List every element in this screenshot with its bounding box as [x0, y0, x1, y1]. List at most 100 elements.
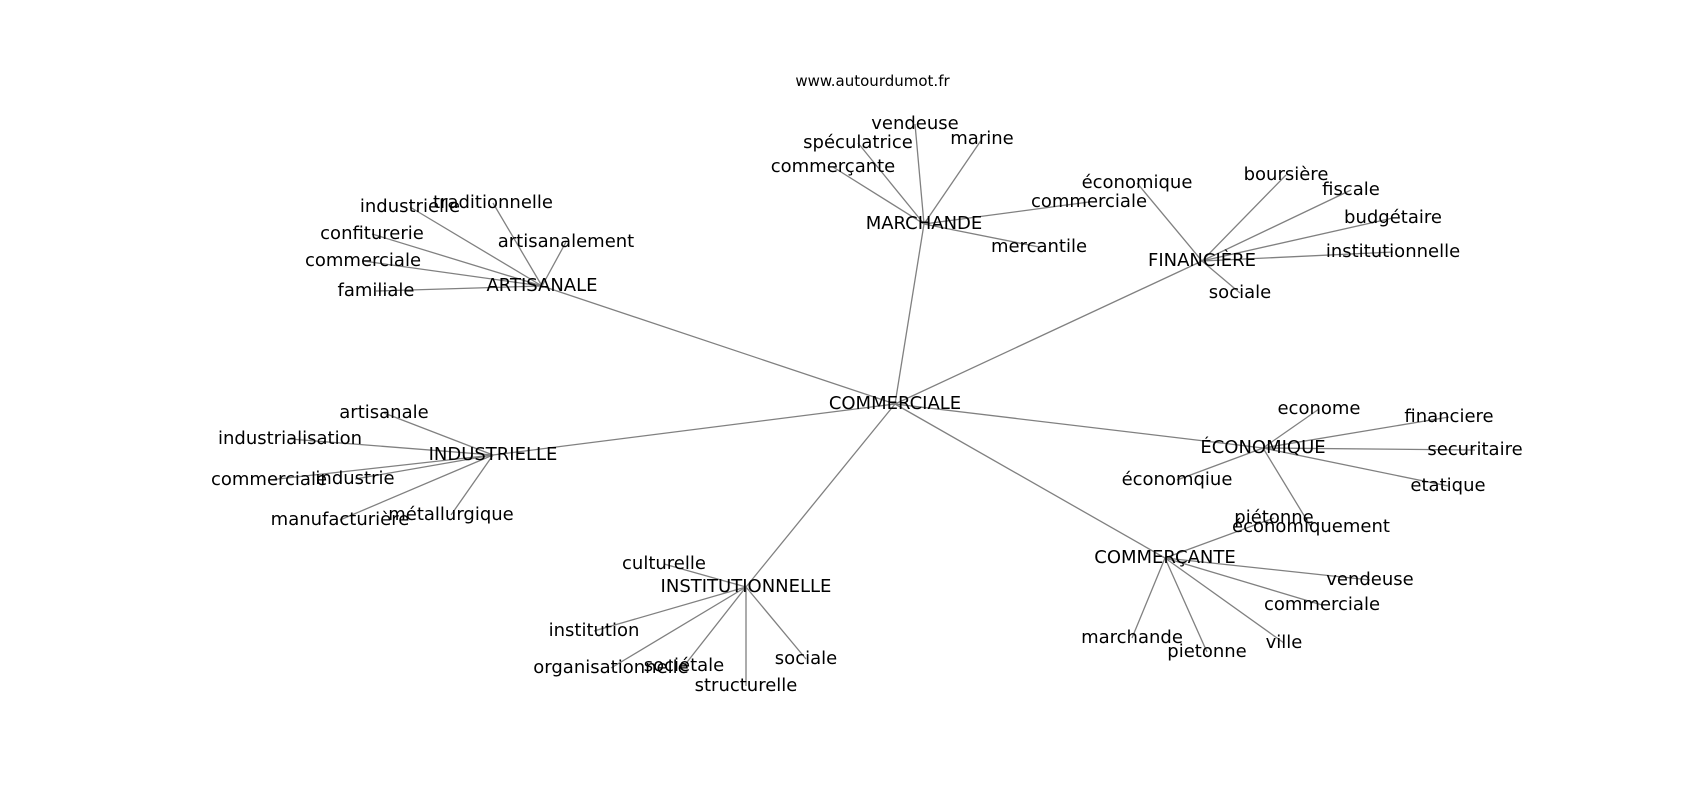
hub-word[interactable]: INSTITUTIONNELLE: [661, 576, 832, 597]
leaf-edge: [1164, 557, 1371, 581]
leaf-edge: [745, 586, 807, 660]
leaf-edge: [289, 438, 494, 456]
leaf-edge: [1262, 447, 1476, 451]
leaf-word[interactable]: industrialisation: [218, 428, 362, 449]
leaf-word[interactable]: commerciale: [1264, 594, 1380, 615]
hub-word[interactable]: ARTISANALE: [486, 275, 597, 296]
leaf-edge: [371, 233, 543, 287]
leaf-edge: [268, 454, 494, 481]
hub-word[interactable]: FINANCIÈRE: [1148, 249, 1256, 271]
leaf-edge: [832, 166, 925, 225]
leaf-word[interactable]: etatique: [1410, 475, 1485, 496]
leaf-word[interactable]: traditionnelle: [433, 192, 553, 213]
leaf-edge: [1164, 557, 1208, 653]
leaf-word[interactable]: marine: [950, 128, 1013, 149]
leaf-word[interactable]: métallurgique: [388, 504, 514, 525]
leaf-word[interactable]: vendeuse: [871, 113, 959, 134]
leaf-word[interactable]: commerciale: [305, 250, 421, 271]
leaf-word[interactable]: sociétale: [644, 655, 725, 676]
leaf-edge: [362, 260, 543, 287]
leaf-word[interactable]: commerciale: [211, 469, 327, 490]
leaf-word[interactable]: manufacturière: [271, 509, 410, 530]
leaf-edge: [1201, 217, 1394, 262]
site-caption: www.autourdumot.fr: [795, 72, 950, 90]
leaf-edge: [1164, 557, 1323, 606]
leaf-word[interactable]: pietonne: [1167, 641, 1246, 662]
leaf-edge: [1164, 557, 1285, 644]
leaf-word[interactable]: piétonne: [1234, 507, 1313, 528]
leaf-word[interactable]: econome: [1277, 398, 1360, 419]
root-word[interactable]: COMMERCIALE: [829, 393, 961, 414]
root-edge: [894, 403, 1166, 559]
leaf-edge: [1201, 174, 1287, 262]
leaf-edge: [541, 241, 567, 287]
leaf-word[interactable]: organisationnelle: [533, 657, 688, 678]
leaf-edge: [383, 412, 494, 456]
leaf-edge: [1262, 447, 1449, 487]
leaf-edge: [1262, 416, 1450, 449]
leaf-word[interactable]: budgétaire: [1344, 207, 1442, 228]
leaf-word[interactable]: économiquement: [1232, 516, 1390, 537]
leaf-word[interactable]: vendeuse: [1326, 569, 1414, 590]
leaf-word[interactable]: industrielle: [360, 196, 460, 217]
leaf-word[interactable]: sociale: [775, 648, 837, 669]
leaf-word[interactable]: économqiue: [1122, 469, 1233, 490]
leaf-word[interactable]: institution: [549, 620, 640, 641]
hub-word[interactable]: ÉCONOMIQUE: [1200, 436, 1325, 458]
leaf-edge: [492, 202, 543, 287]
leaf-word[interactable]: familiale: [337, 280, 414, 301]
leaf-edge: [354, 454, 494, 480]
leaf-word[interactable]: boursière: [1244, 164, 1329, 185]
leaf-edge: [1262, 408, 1320, 449]
leaf-word[interactable]: fiscale: [1322, 179, 1380, 200]
leaf-edge: [610, 586, 747, 669]
root-edge: [541, 285, 896, 405]
leaf-word[interactable]: ville: [1266, 632, 1303, 653]
root-edge: [745, 403, 896, 588]
leaf-word[interactable]: artisanalement: [498, 231, 635, 252]
leaf-edge: [923, 201, 1090, 225]
leaf-word[interactable]: spéculatrice: [803, 132, 913, 153]
hub-word[interactable]: MARCHANDE: [866, 213, 983, 234]
leaf-edge: [857, 142, 925, 225]
leaf-edge: [1201, 260, 1241, 294]
leaf-edge: [450, 454, 494, 516]
leaf-edge: [923, 223, 1040, 248]
leaf-word[interactable]: économique: [1082, 172, 1193, 193]
leaf-word[interactable]: commerciale: [1031, 191, 1147, 212]
leaf-word[interactable]: commerçante: [771, 156, 896, 177]
leaf-edge: [923, 138, 983, 225]
hub-word[interactable]: COMMERÇANTE: [1094, 547, 1236, 568]
leaf-word[interactable]: marchande: [1081, 627, 1183, 648]
leaf-word[interactable]: artisanale: [339, 402, 428, 423]
root-edge: [894, 223, 925, 405]
leaf-word[interactable]: mercantile: [991, 236, 1087, 257]
leaf-edge: [1164, 517, 1275, 559]
leaf-word[interactable]: culturelle: [622, 553, 706, 574]
leaf-edge: [1201, 189, 1352, 262]
leaf-edge: [375, 285, 543, 292]
leaf-edge: [1131, 557, 1166, 639]
leaf-word[interactable]: industrie: [315, 468, 394, 489]
leaf-edge: [1176, 447, 1264, 481]
leaf-edge: [1201, 251, 1394, 262]
leaf-edge: [683, 586, 747, 667]
leaf-word[interactable]: structurelle: [695, 675, 798, 696]
root-edge: [894, 260, 1203, 405]
leaf-word[interactable]: confiturerie: [320, 223, 424, 244]
leaf-edge: [1262, 447, 1312, 528]
leaf-edge: [593, 586, 747, 632]
leaf-edge: [339, 454, 494, 521]
leaf-edge: [409, 206, 543, 287]
root-edge: [894, 403, 1264, 449]
hub-word[interactable]: INDUSTRIELLE: [429, 444, 558, 465]
leaf-edge: [914, 123, 925, 225]
leaf-word[interactable]: institutionnelle: [1326, 241, 1460, 262]
leaf-word[interactable]: sociale: [1209, 282, 1271, 303]
leaf-edge: [663, 563, 747, 588]
leaf-word[interactable]: securitaire: [1427, 439, 1522, 460]
leaf-word[interactable]: financiere: [1404, 406, 1493, 427]
root-edge: [492, 403, 896, 456]
